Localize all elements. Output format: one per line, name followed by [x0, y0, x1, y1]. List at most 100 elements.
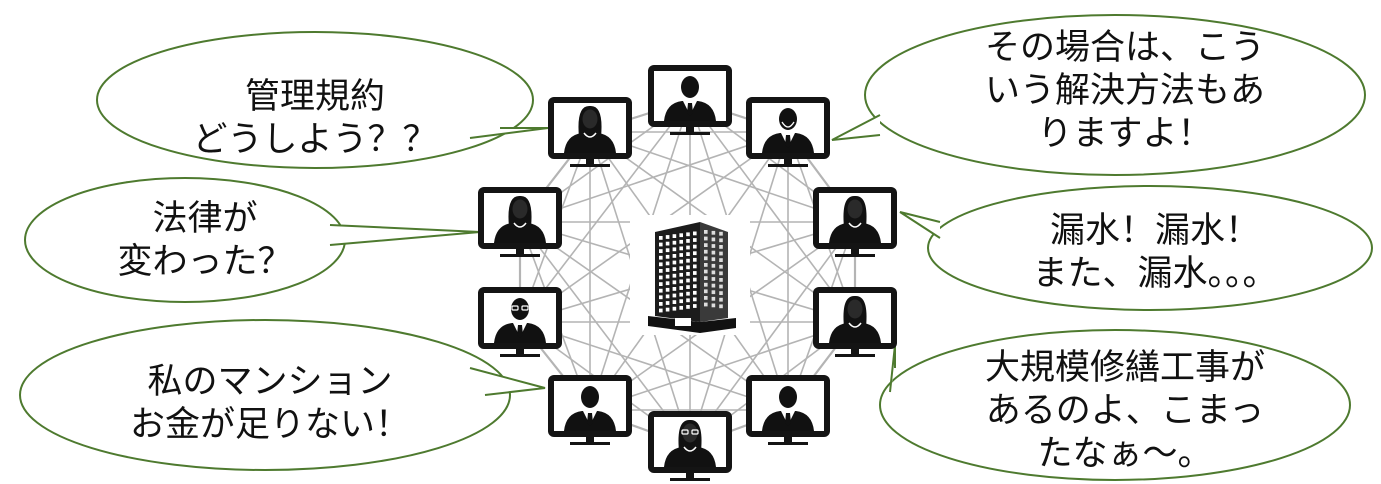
- building-window: [693, 284, 697, 289]
- building-window: [711, 230, 716, 235]
- building-window: [711, 290, 716, 295]
- participant-icon: [829, 195, 881, 243]
- monitor-foot: [670, 478, 710, 481]
- building-window: [665, 248, 670, 253]
- building-window: [686, 298, 690, 303]
- speech-bubble-rousui: [899, 185, 1373, 311]
- building-window: [686, 305, 690, 309]
- building-window: [672, 247, 677, 252]
- building-window: [693, 271, 697, 275]
- building-window: [693, 297, 697, 302]
- building-window: [679, 266, 683, 271]
- speech-bubble-kaiketsu: [831, 14, 1366, 176]
- speech-bubble-shuuzen: [879, 329, 1351, 481]
- bubble-rousui-tail: [899, 211, 941, 239]
- monitor-stand: [784, 159, 792, 165]
- building-window: [711, 257, 716, 262]
- building-base: [648, 316, 736, 333]
- building-window: [665, 235, 670, 239]
- bubble-okane-body: [19, 319, 511, 471]
- building-window: [672, 306, 677, 311]
- bubble-shuuzen-line-3: たなぁ～。: [1037, 434, 1213, 474]
- person-head: [512, 199, 528, 219]
- participant-icon: [564, 105, 616, 153]
- bubble-okane-line-1: 私のマンション: [147, 362, 393, 402]
- building-window: [659, 275, 663, 280]
- monitor-stand: [586, 437, 594, 443]
- building-window: [659, 242, 663, 247]
- building-window: [711, 283, 716, 288]
- building-window: [719, 245, 723, 249]
- building-window: [665, 294, 670, 299]
- participant-icon: [762, 386, 814, 431]
- person-head: [847, 199, 863, 219]
- building-window: [665, 287, 670, 292]
- building-window: [659, 249, 663, 253]
- building-window: [686, 285, 690, 289]
- monitor-stand: [686, 473, 694, 479]
- bubble-kaiketsu-line-1: その場合は、こう: [984, 28, 1265, 68]
- participant-icon: [664, 76, 716, 121]
- person-head: [847, 299, 863, 319]
- building-window: [711, 263, 716, 268]
- building-window: [679, 272, 683, 277]
- building-window: [704, 282, 708, 287]
- building-window: [693, 251, 697, 256]
- building-window: [711, 277, 716, 281]
- building-window: [672, 280, 677, 285]
- person-beard: [781, 121, 795, 128]
- participant-monitor: [746, 375, 830, 445]
- person-neckline: [848, 222, 862, 228]
- building-window: [659, 308, 663, 313]
- bubble-kanri-body: [96, 31, 534, 169]
- monitor-stand: [516, 249, 524, 255]
- building-window: [665, 301, 670, 305]
- bubble-kanri-text: 管理規約 どうしよう？？: [165, 76, 465, 162]
- building-window: [704, 302, 708, 307]
- building-window: [665, 241, 670, 246]
- participant-monitor: [548, 97, 632, 167]
- building-window: [679, 299, 683, 304]
- building-window: [686, 291, 690, 296]
- building-window: [659, 295, 663, 300]
- person-head: [681, 76, 699, 98]
- building-window: [679, 253, 683, 257]
- bubble-rousui-line-2: また、漏水。。。: [1032, 254, 1278, 294]
- participant-monitor: [813, 187, 897, 257]
- bubble-okane-line-2: お金が足りない！: [129, 405, 410, 445]
- bubble-rousui-line-1: 漏水！漏水！: [1049, 211, 1260, 251]
- participant-monitor: [478, 287, 562, 357]
- building-window: [693, 231, 697, 236]
- building-window: [679, 305, 683, 310]
- speech-bubble-okane: [19, 319, 546, 471]
- participant-icon: [664, 419, 716, 467]
- building-window: [711, 296, 716, 301]
- connection-line: [519, 221, 691, 447]
- person-head: [511, 298, 529, 320]
- building-window: [679, 286, 683, 290]
- building-window: [704, 269, 708, 274]
- person-tie: [587, 413, 593, 426]
- building-window: [665, 307, 670, 312]
- monitor-foot: [570, 442, 610, 445]
- bubble-kanri-line-1: 管理規約: [244, 77, 385, 117]
- building-window: [672, 300, 677, 304]
- building-window: [686, 265, 690, 270]
- building-window: [672, 267, 677, 271]
- building-window: [686, 239, 690, 243]
- building-window: [672, 260, 677, 265]
- speech-bubble-houritsu: [24, 177, 481, 303]
- person-body: [494, 223, 546, 243]
- building-window: [679, 233, 683, 238]
- building-window: [719, 278, 723, 282]
- person-tie: [687, 103, 693, 116]
- building-window: [659, 255, 663, 260]
- monitor-stand: [851, 249, 859, 255]
- bubble-houritsu-text: 法律が 変わった？: [55, 198, 355, 284]
- monitor-foot: [768, 164, 808, 167]
- monitor-stand: [851, 349, 859, 355]
- building-window: [679, 239, 683, 244]
- building-window: [672, 293, 677, 298]
- participant-monitor: [548, 375, 632, 445]
